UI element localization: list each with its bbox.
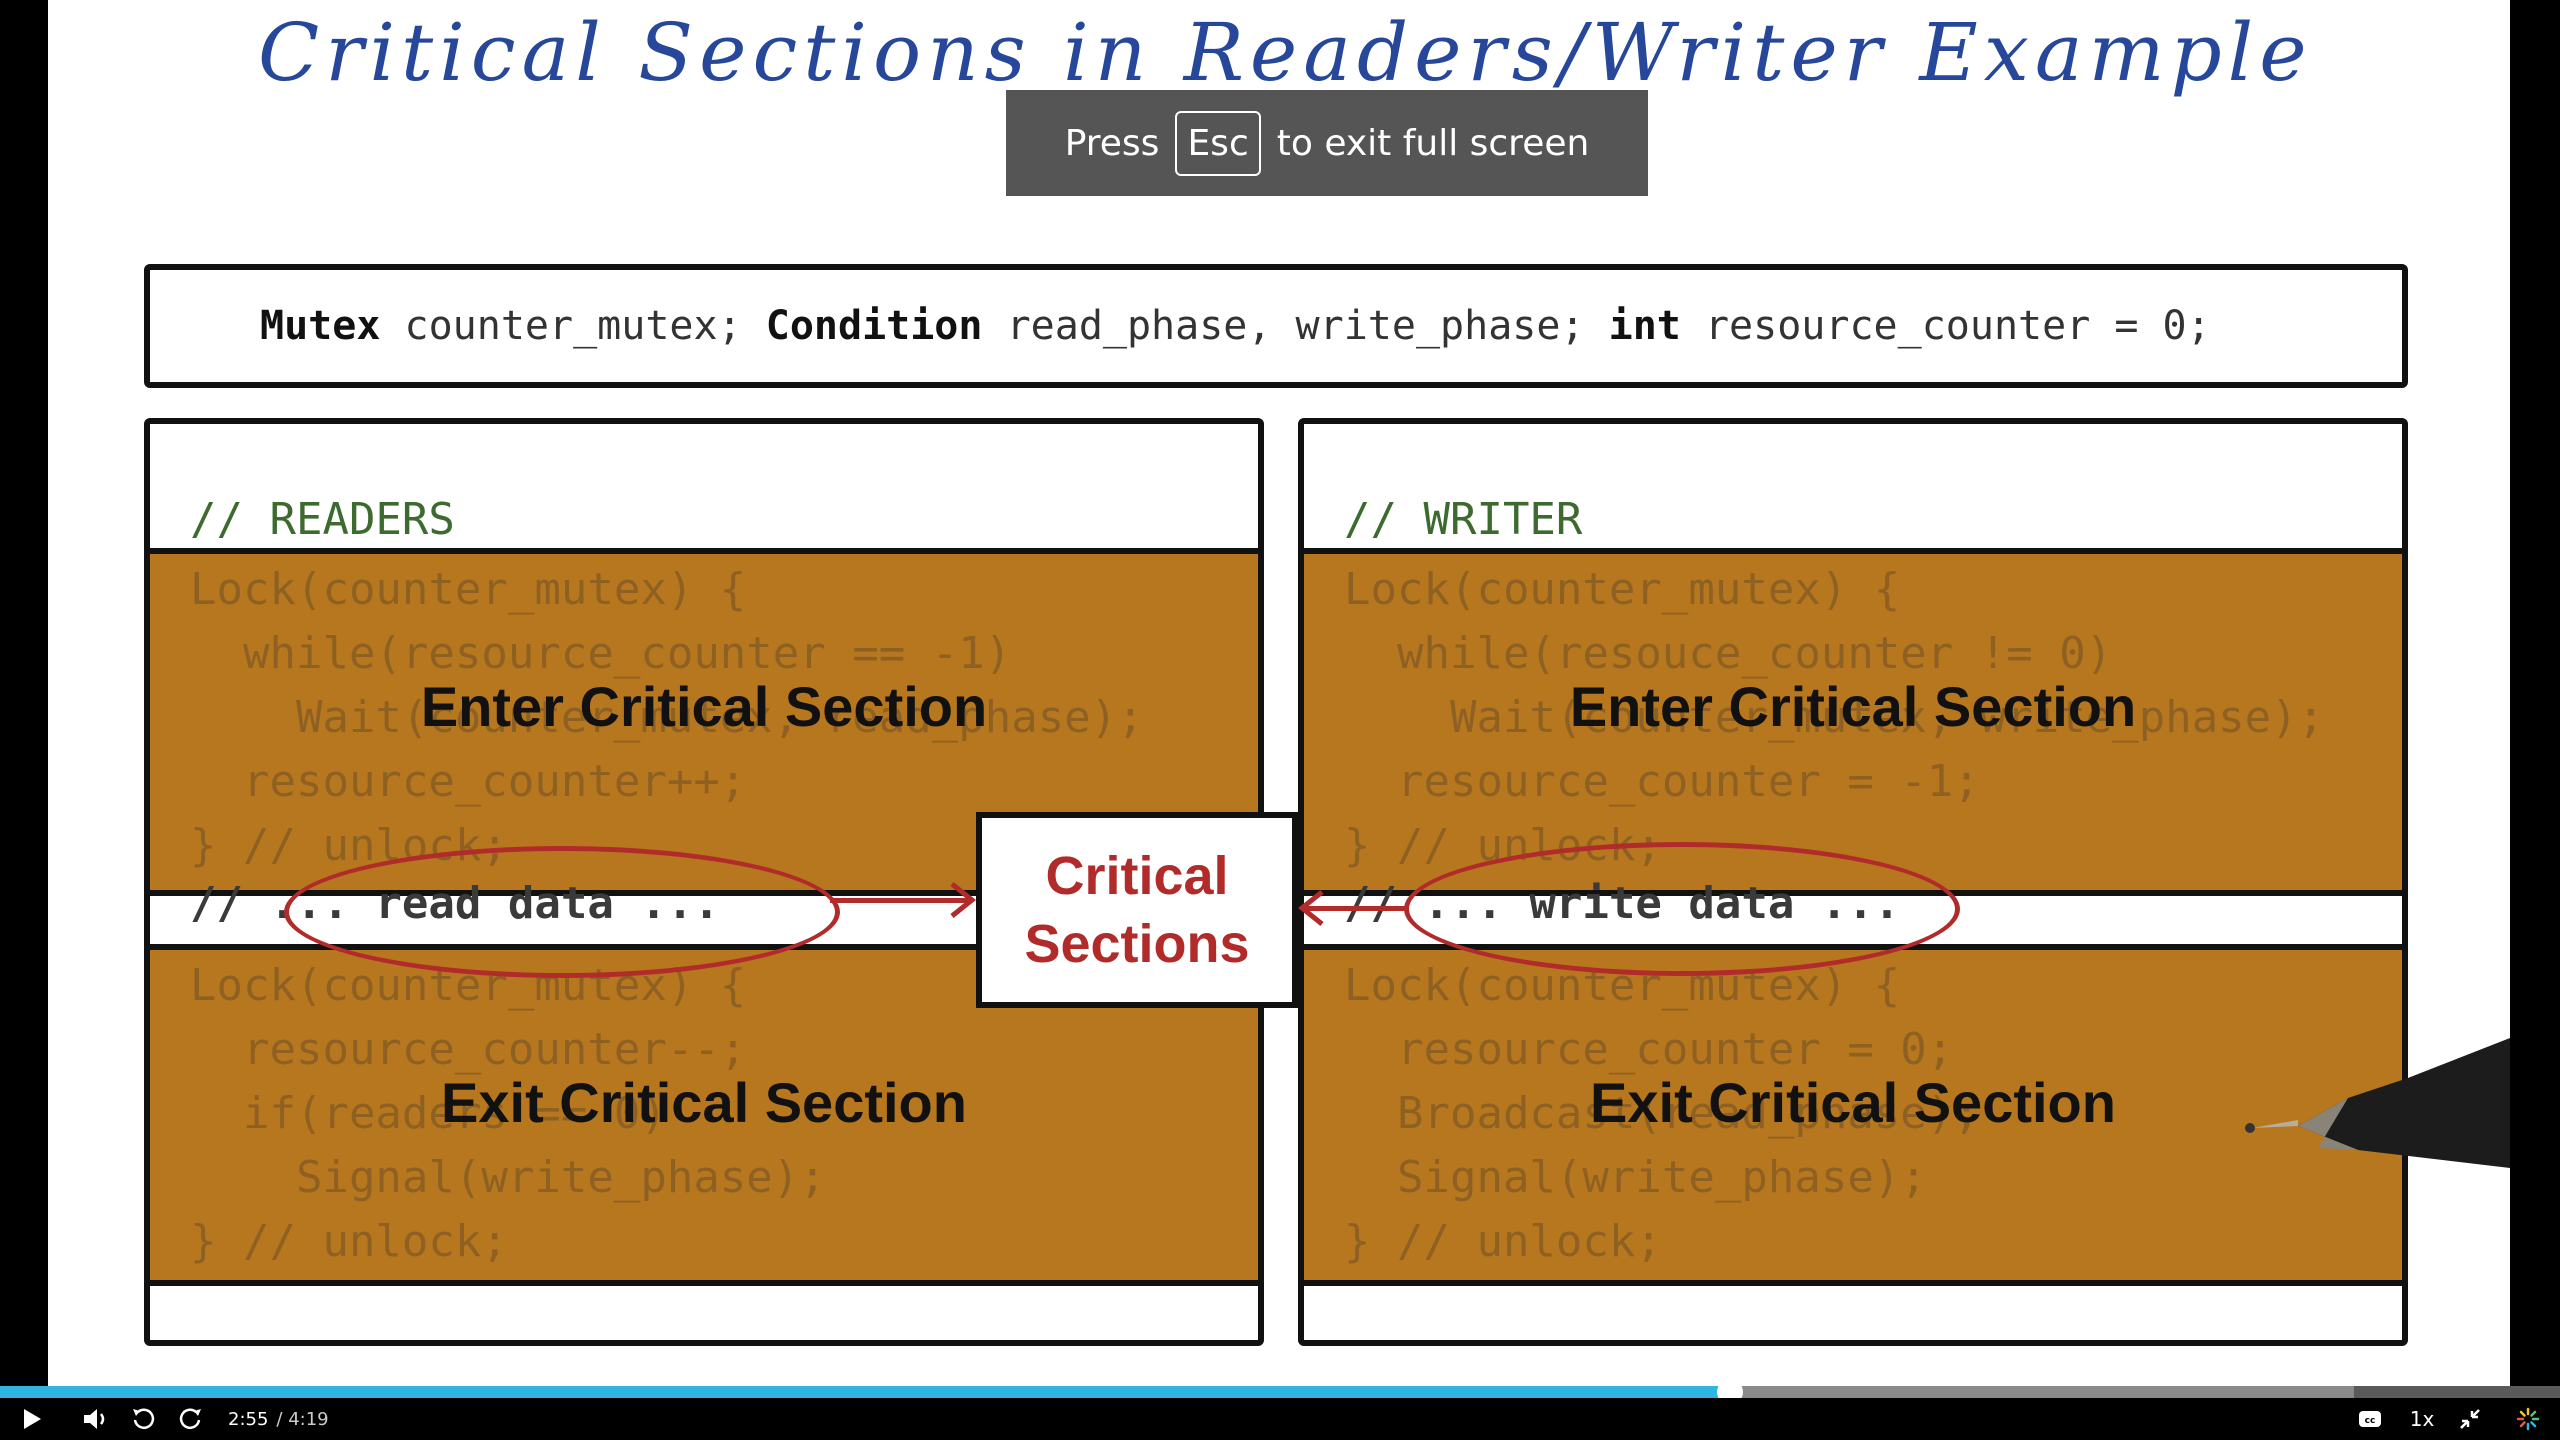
svg-text:cc: cc: [2365, 1416, 2376, 1426]
int-variable: resource_counter = 0;: [1680, 303, 2211, 349]
arrow-left-line: [1304, 906, 1408, 911]
played-bar: [0, 1386, 1730, 1398]
readers-exit-label: Exit Critical Section: [441, 1071, 967, 1134]
forward-10-icon: [179, 1408, 201, 1429]
writer-enter-band: Lock(counter_mutex) { while(resouce_coun…: [1304, 548, 2402, 896]
keyword-condition: Condition: [765, 303, 983, 349]
exit-fullscreen-button[interactable]: [2452, 1398, 2488, 1440]
slide-title: Critical Sections in Readers/Writer Exam…: [258, 6, 2313, 99]
play-button[interactable]: [14, 1398, 50, 1440]
playback-speed-button[interactable]: 1x: [2409, 1407, 2435, 1431]
declaration-box: Mutex counter_mutex; Condition read_phas…: [144, 264, 2408, 388]
keyword-mutex: Mutex: [260, 303, 381, 349]
volume-button[interactable]: [76, 1398, 116, 1440]
mutex-variable: counter_mutex;: [380, 303, 766, 349]
condition-variables: read_phase, write_phase;: [982, 303, 1609, 349]
readers-exit-code: Lock(counter_mutex) { resource_counter--…: [190, 960, 826, 1267]
arrow-right-line: [830, 898, 970, 903]
rewind-10-icon: [133, 1408, 155, 1429]
video-frame[interactable]: Critical Sections in Readers/Writer Exam…: [48, 0, 2510, 1386]
captions-button[interactable]: cc: [2352, 1398, 2388, 1440]
play-icon: [24, 1409, 41, 1429]
writer-enter-label: Enter Critical Section: [1569, 675, 2137, 738]
current-time: 2:55: [228, 1408, 269, 1430]
keyword-int: int: [1608, 303, 1681, 349]
toast-suffix: to exit full screen: [1276, 122, 1590, 164]
captions-icon: cc: [2359, 1411, 2381, 1427]
player-controls: 2:55 / 4:19 cc 1x: [0, 1398, 2560, 1440]
writer-enter-code: Lock(counter_mutex) { while(resouce_coun…: [1344, 564, 2325, 871]
fullscreen-toast: Press Esc to exit full screen: [1006, 90, 1648, 196]
rewind-10-button[interactable]: [126, 1398, 162, 1440]
readers-header: // READERS: [190, 494, 455, 545]
volume-icon: [84, 1409, 105, 1429]
forward-10-button[interactable]: [172, 1398, 208, 1440]
toast-prefix: Press: [1064, 122, 1160, 164]
writer-exit-label: Exit Critical Section: [1590, 1071, 2116, 1134]
esc-key: Esc: [1175, 110, 1261, 176]
readers-enter-label: Enter Critical Section: [420, 675, 988, 738]
pen-image: [2245, 1038, 2510, 1168]
duration: / 4:19: [276, 1408, 329, 1430]
loading-spinner: [2510, 1398, 2546, 1440]
exit-fullscreen-icon: [2460, 1409, 2480, 1429]
progress-bar[interactable]: [0, 1379, 2560, 1405]
time-display: 2:55 / 4:19: [228, 1398, 329, 1440]
read-data-ellipse: [284, 846, 840, 978]
critical-sections-box: Critical Sections: [976, 812, 1298, 1008]
writer-header: // WRITER: [1344, 494, 1583, 545]
write-data-ellipse: [1404, 842, 1960, 976]
loading-spinner-icon: [2516, 1407, 2540, 1431]
